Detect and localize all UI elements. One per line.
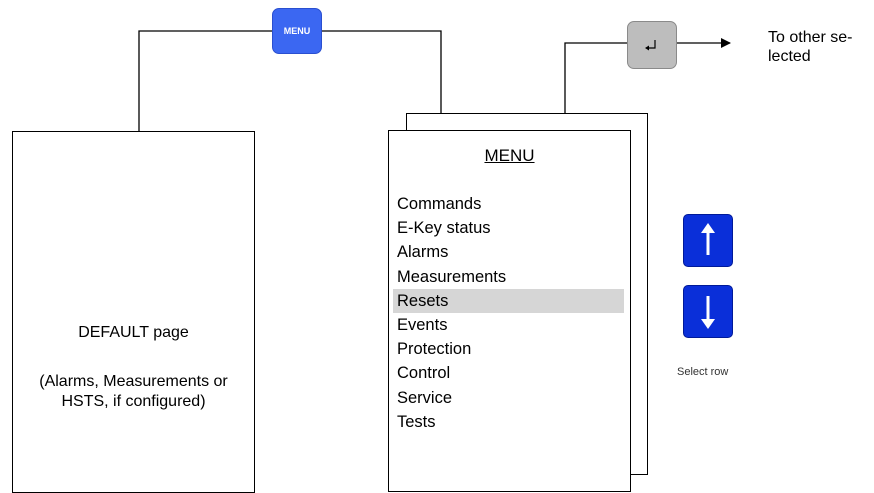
menu-item[interactable]: Commands — [397, 195, 482, 213]
default-page-title: DEFAULT page — [78, 324, 189, 341]
default-page-box: DEFAULT page (Alarms, Measurements or HS… — [12, 131, 255, 493]
menu-page-title: MENU — [484, 146, 535, 165]
menu-item[interactable]: Events — [397, 315, 448, 334]
menu-item[interactable]: Measurements — [397, 267, 507, 286]
enter-key-button[interactable] — [627, 21, 677, 69]
arrow-down-icon — [701, 296, 715, 329]
default-to-menu-key-line — [138, 30, 272, 131]
enter-return-icon — [645, 40, 656, 51]
menu-item[interactable]: Service — [397, 388, 453, 407]
menu-page-to-enter-key-line — [564, 42, 627, 130]
menu-item[interactable]: E-Key status — [397, 219, 491, 238]
to-other-selected-label: To other se- lected — [768, 29, 853, 65]
menu-item[interactable]: Tests — [397, 412, 436, 431]
menu-item[interactable]: Resets — [393, 288, 624, 313]
menu-key-button[interactable]: MENU — [272, 8, 322, 54]
menu-item[interactable]: Alarms — [397, 243, 449, 262]
down-arrow-button[interactable] — [683, 285, 733, 338]
menu-key-label: MENU — [283, 26, 311, 36]
menu-item[interactable]: Control — [397, 364, 451, 383]
menu-item[interactable]: Protection — [397, 340, 472, 359]
arrow-up-icon — [701, 223, 715, 255]
default-page-note: (Alarms, Measurements or HSTS, if config… — [39, 373, 228, 410]
menu-key-to-menu-page-arrow — [322, 30, 446, 129]
select-row-caption: Select row — [677, 366, 729, 378]
up-arrow-button[interactable] — [683, 214, 733, 267]
